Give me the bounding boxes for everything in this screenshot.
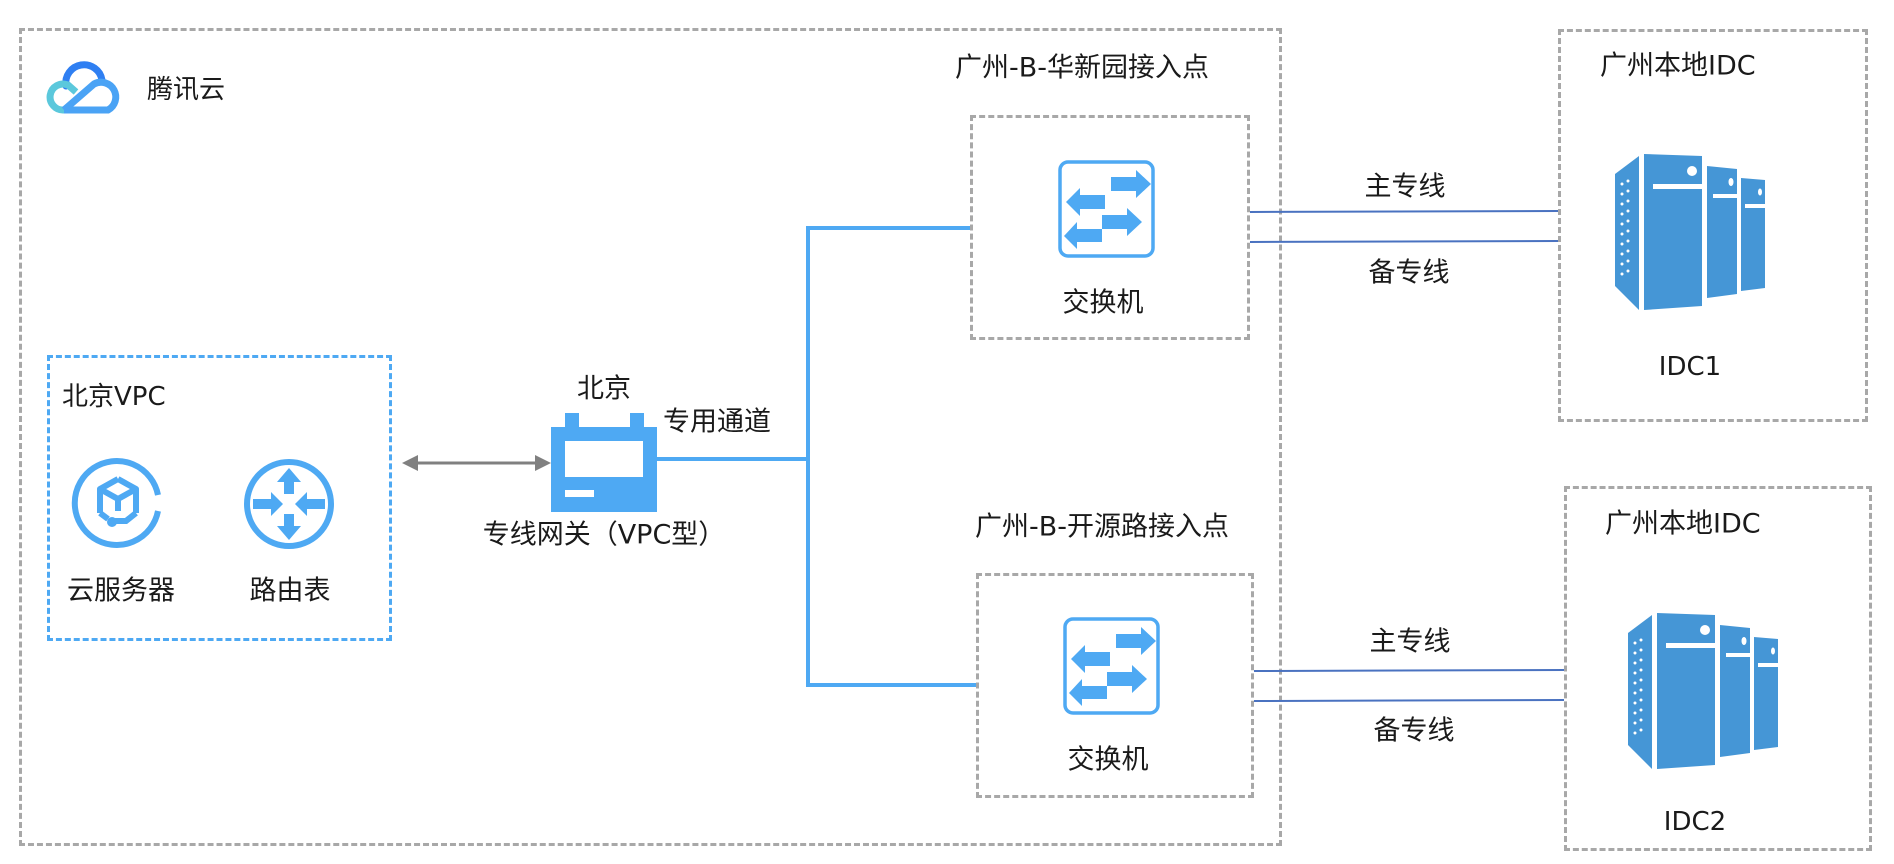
idc1-primary-link [1249, 210, 1559, 213]
idc1-name: IDC1 [1658, 352, 1722, 382]
brand-name: 腾讯云 [147, 75, 226, 105]
route-table-label: 路由表 [249, 575, 331, 607]
idc2-name: IDC2 [1663, 807, 1727, 837]
switch-icon[interactable] [1058, 160, 1155, 258]
idc1-title: 广州本地IDC [1600, 50, 1756, 82]
access-point-1-box [970, 115, 1250, 340]
server-rack-icon[interactable] [1615, 154, 1765, 310]
idc2-backup-link [1253, 699, 1565, 702]
access-point-1-device-label: 交换机 [1062, 287, 1144, 319]
cloud-server-icon[interactable] [70, 455, 166, 551]
direct-connect-gateway-icon[interactable] [551, 413, 657, 512]
cloud-server-label: 云服务器 [67, 575, 175, 607]
server-rack-icon[interactable] [1628, 612, 1778, 770]
channel-label: 专用通道 [663, 406, 771, 438]
access-point-2-box [976, 573, 1254, 798]
vpc-gateway-arrow [402, 455, 551, 471]
dedicated-channel-path [652, 226, 978, 687]
idc2-box [1564, 486, 1872, 851]
gateway-region: 北京 [577, 373, 631, 405]
tencent-cloud-logo-icon [46, 61, 120, 114]
idc1-primary-label: 主专线 [1364, 171, 1446, 203]
tencent-cloud-region [19, 28, 1282, 846]
gateway-label: 专线网关（VPC型） [482, 519, 726, 551]
vpc-title: 北京VPC [62, 382, 166, 412]
idc2-primary-link [1253, 669, 1565, 672]
idc2-links [1253, 669, 1565, 702]
vpc-box [47, 355, 392, 641]
route-table-icon[interactable] [241, 456, 337, 552]
idc2-primary-label: 主专线 [1369, 626, 1451, 658]
idc1-box [1558, 29, 1868, 422]
idc1-backup-label: 备专线 [1368, 257, 1450, 289]
access-point-2-title: 广州-B-开源路接入点 [975, 511, 1230, 543]
idc1-backup-link [1249, 240, 1559, 243]
access-point-1-title: 广州-B-华新园接入点 [955, 52, 1210, 84]
idc2-title: 广州本地IDC [1605, 508, 1761, 540]
access-point-2-device-label: 交换机 [1067, 744, 1149, 776]
idc1-links [1249, 210, 1559, 243]
idc2-backup-label: 备专线 [1373, 715, 1455, 747]
switch-icon[interactable] [1063, 617, 1160, 715]
